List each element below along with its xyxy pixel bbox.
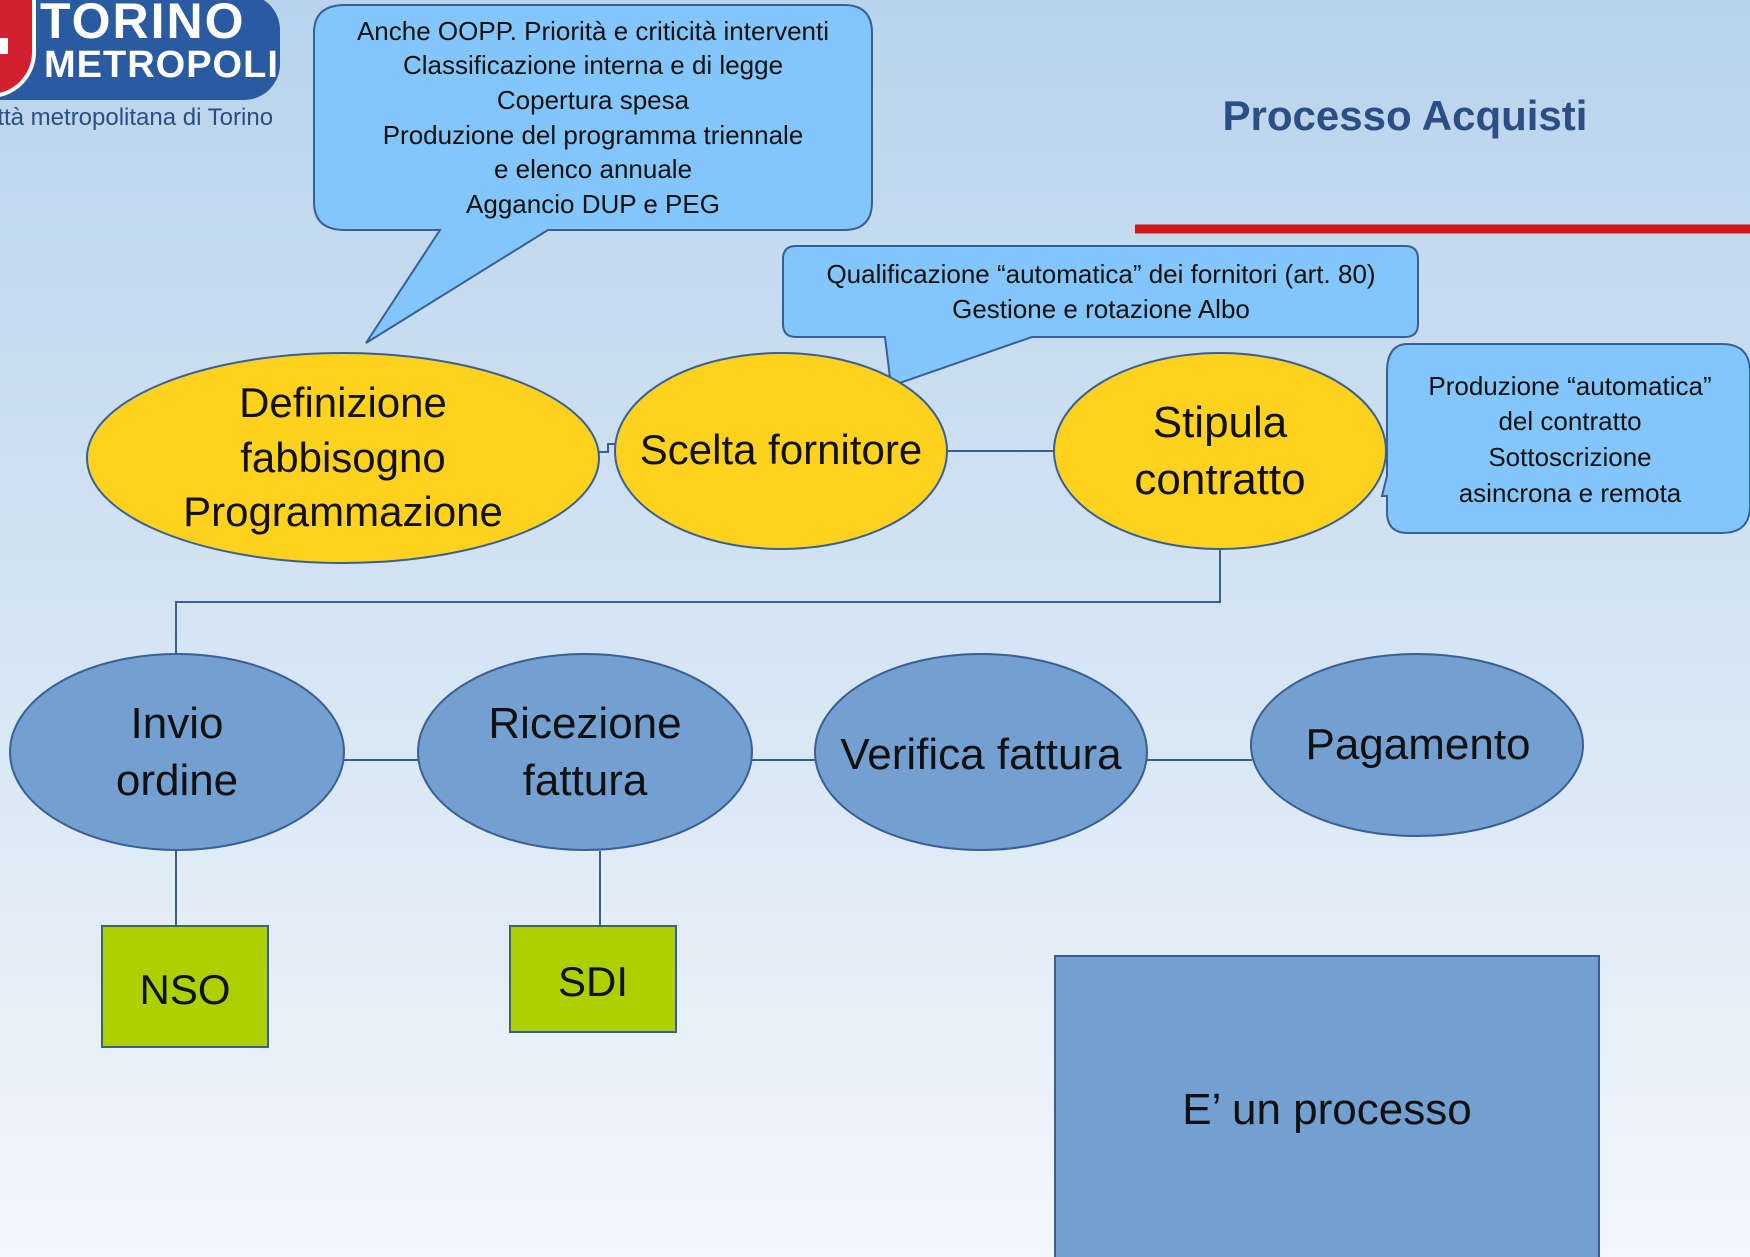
connector-stipula-invio <box>175 550 1221 655</box>
connectors <box>175 443 1252 926</box>
logo-line1: TORINO <box>40 0 246 49</box>
node-pagamento-label: Pagamento <box>1305 719 1531 769</box>
system-sdi-shape <box>509 925 677 1033</box>
node-invio-label: Invio ordine <box>115 698 239 805</box>
node-stipula-shape <box>1053 352 1387 550</box>
note-text: E’ un processo <box>1182 1084 1472 1134</box>
page-title: Processo Acquisti <box>1222 92 1588 139</box>
node-ricezione-label: Ricezione fattura <box>488 698 682 805</box>
callout-fornitori-text: Qualificazione “automatica” dei fornitor… <box>826 259 1376 324</box>
node-verifica-shape <box>814 653 1148 851</box>
node-pagamento-shape <box>1250 653 1584 837</box>
node-stipula-label: Stipula contratto <box>1134 397 1306 504</box>
phase1-shapes <box>86 352 1387 564</box>
shield-icon <box>0 0 36 98</box>
logo-line2: METROPOLI <box>44 44 279 86</box>
node-definizione-label: Definizione fabbisogno Programmazione <box>183 379 503 536</box>
node-scelta-shape <box>614 352 948 550</box>
callout-contratto-text: Produzione “automatica” del contratto So… <box>1428 370 1712 508</box>
node-scelta-label: Scelta fornitore <box>639 425 923 473</box>
phase2-shapes <box>9 653 1584 851</box>
note-box-shape <box>1054 955 1600 1257</box>
node-ricezione-shape <box>417 653 753 851</box>
callout-contratto-shape <box>1380 343 1750 534</box>
callout-programmazione-text: Anche OOPP. Priorità e criticità interve… <box>356 15 830 219</box>
system-shapes <box>101 925 677 1048</box>
node-definizione-shape <box>86 352 600 564</box>
callout-programmazione-shape <box>313 4 873 344</box>
node-invio-shape <box>9 653 345 851</box>
system-sdi-label: SDI <box>557 957 628 1005</box>
callout-fornitori-shape <box>782 245 1419 388</box>
node-verifica-label: Verifica fattura <box>840 729 1122 779</box>
logo-subtitle: ittà metropolitana di Torino <box>0 104 274 131</box>
connector-definizione-scelta <box>598 443 616 453</box>
system-nso-shape <box>101 925 269 1048</box>
callouts <box>313 4 1750 534</box>
torino-metropoli-logo: TORINO METROPOLI <box>0 0 280 100</box>
system-nso-label: NSO <box>139 965 231 1013</box>
